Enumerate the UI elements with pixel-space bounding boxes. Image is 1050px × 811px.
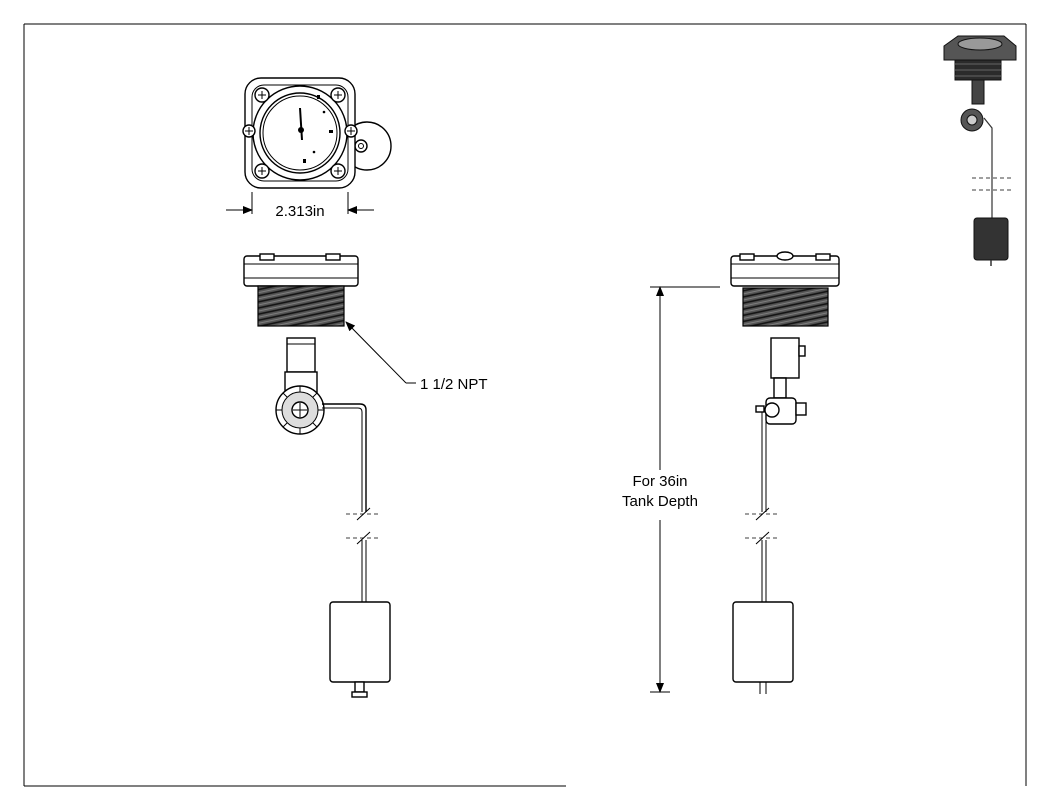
tank-depth-label-line2: Tank Depth xyxy=(622,493,698,510)
tank-depth-dimension: For 36in Tank Depth xyxy=(622,286,720,693)
width-dimension: 2.313in xyxy=(226,192,374,220)
sheet-border xyxy=(23,23,1027,787)
screw-icon xyxy=(242,87,358,179)
width-dimension-label: 2.313in xyxy=(275,203,324,220)
tank-depth-label-line1: For 36in xyxy=(632,473,687,490)
thread-callout: 1 1/2 NPT xyxy=(345,321,488,393)
top-view-gauge xyxy=(242,77,392,189)
isometric-view xyxy=(943,35,1017,266)
thread-callout-label: 1 1/2 NPT xyxy=(420,376,488,393)
side-view-assembly xyxy=(730,251,840,694)
front-view-assembly xyxy=(243,253,391,698)
dial-needle xyxy=(298,107,304,141)
